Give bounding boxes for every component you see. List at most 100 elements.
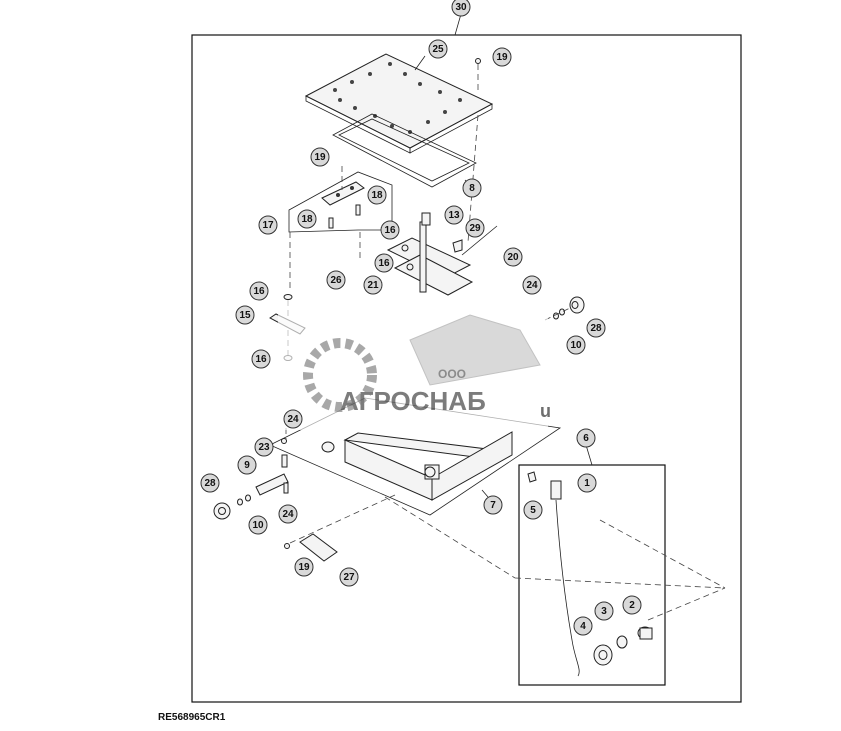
callout-label: 23: [258, 442, 270, 453]
callout-label: 24: [526, 280, 538, 291]
callout-24: 24: [283, 409, 303, 429]
grommet-left: [213, 494, 251, 520]
main-frame: [191, 34, 742, 703]
callout-label: 2: [629, 600, 635, 611]
callout-bubble: [326, 270, 346, 290]
callout-bubble: [200, 473, 220, 493]
callout-label: 24: [287, 414, 299, 425]
callout-bubble: [251, 349, 271, 369]
bracket: [321, 181, 365, 206]
callout-bubble: [594, 601, 614, 621]
callout-label: 27: [343, 572, 355, 583]
callout-label: 28: [204, 478, 216, 489]
watermark: ООО АГРОСНАБ u: [278, 300, 551, 430]
leader-7: [481, 489, 489, 498]
callout-6: 6: [576, 428, 596, 448]
callout-label: 16: [255, 354, 267, 365]
gasket: [332, 113, 477, 188]
callout-30: 30: [451, 0, 471, 17]
callout-bubble: [451, 0, 471, 17]
callout-label: 13: [448, 210, 460, 221]
callout-16: 16: [249, 281, 269, 301]
callout-23: 23: [254, 437, 274, 457]
callout-19: 19: [492, 47, 512, 67]
callout-25: 25: [428, 39, 448, 59]
callout-bubble: [577, 473, 597, 493]
callout-10: 10: [566, 335, 586, 355]
callout-18: 18: [297, 209, 317, 229]
callout-label: 20: [507, 252, 519, 263]
callout-bubble: [444, 205, 464, 225]
callout-1: 1: [577, 473, 597, 493]
callout-bubble: [428, 39, 448, 59]
cover-plate: [304, 53, 494, 154]
callout-17: 17: [258, 215, 278, 235]
callout-label: 24: [282, 509, 294, 520]
callout-label: 18: [371, 190, 383, 201]
callout-bubble: [249, 281, 269, 301]
callout-5: 5: [523, 500, 543, 520]
callout-13: 13: [444, 205, 464, 225]
callout-label: 19: [496, 52, 508, 63]
leader-30: [454, 13, 462, 36]
callout-label: 9: [244, 460, 250, 471]
callout-28: 28: [200, 473, 220, 493]
callout-16: 16: [251, 349, 271, 369]
callout-26: 26: [326, 270, 346, 290]
wire-harness: [527, 471, 653, 677]
harness-inset-frame: [518, 464, 666, 686]
callout-28: 28: [586, 318, 606, 338]
screw-19-top: [467, 58, 481, 243]
callout-bubble: [573, 616, 593, 636]
callout-bubble: [462, 178, 482, 198]
callout-bubble: [586, 318, 606, 338]
callout-29: 29: [465, 218, 485, 238]
callout-bubble: [374, 253, 394, 273]
callout-bubble: [622, 595, 642, 615]
callout-24: 24: [522, 275, 542, 295]
base-housing: [269, 397, 562, 516]
callout-7: 7: [483, 495, 503, 515]
callout-label: 28: [590, 323, 602, 334]
callout-19: 19: [310, 147, 330, 167]
callout-18: 18: [367, 185, 387, 205]
grommet-right: [553, 296, 585, 320]
callout-24: 24: [278, 504, 298, 524]
callout-label: 8: [469, 183, 475, 194]
callout-9: 9: [237, 455, 257, 475]
callout-label: 19: [298, 562, 310, 573]
pin-assembly-left: [255, 438, 289, 496]
callout-bubble: [492, 47, 512, 67]
leader-6: [585, 444, 593, 466]
callout-label: 1: [584, 478, 590, 489]
callout-label: 5: [530, 505, 536, 516]
callout-label: 30: [455, 2, 467, 13]
callout-bubble: [258, 215, 278, 235]
watermark-company-name: АГРОСНАБ: [340, 386, 486, 416]
callout-10: 10: [248, 515, 268, 535]
callout-bubble: [294, 557, 314, 577]
callout-bubble: [367, 185, 387, 205]
callout-label: 16: [253, 286, 265, 297]
callout-label: 10: [570, 340, 582, 351]
watermark-prefix: ООО: [438, 367, 466, 381]
callout-3: 3: [594, 601, 614, 621]
callout-2: 2: [622, 595, 642, 615]
callout-bubble: [237, 455, 257, 475]
callout-label: 17: [262, 220, 274, 231]
callout-bubble: [363, 275, 383, 295]
callout-label: 10: [252, 520, 264, 531]
callout-label: 29: [469, 223, 481, 234]
callout-label: 25: [432, 44, 444, 55]
studs-18: [328, 204, 361, 229]
callout-label: 26: [330, 275, 342, 286]
callout-bubble: [503, 247, 523, 267]
callout-bubble: [576, 428, 596, 448]
callout-bubble: [523, 500, 543, 520]
callout-bubble: [283, 409, 303, 429]
callout-label: 15: [239, 310, 251, 321]
callout-label: 4: [580, 621, 586, 632]
callout-bubble: [483, 495, 503, 515]
